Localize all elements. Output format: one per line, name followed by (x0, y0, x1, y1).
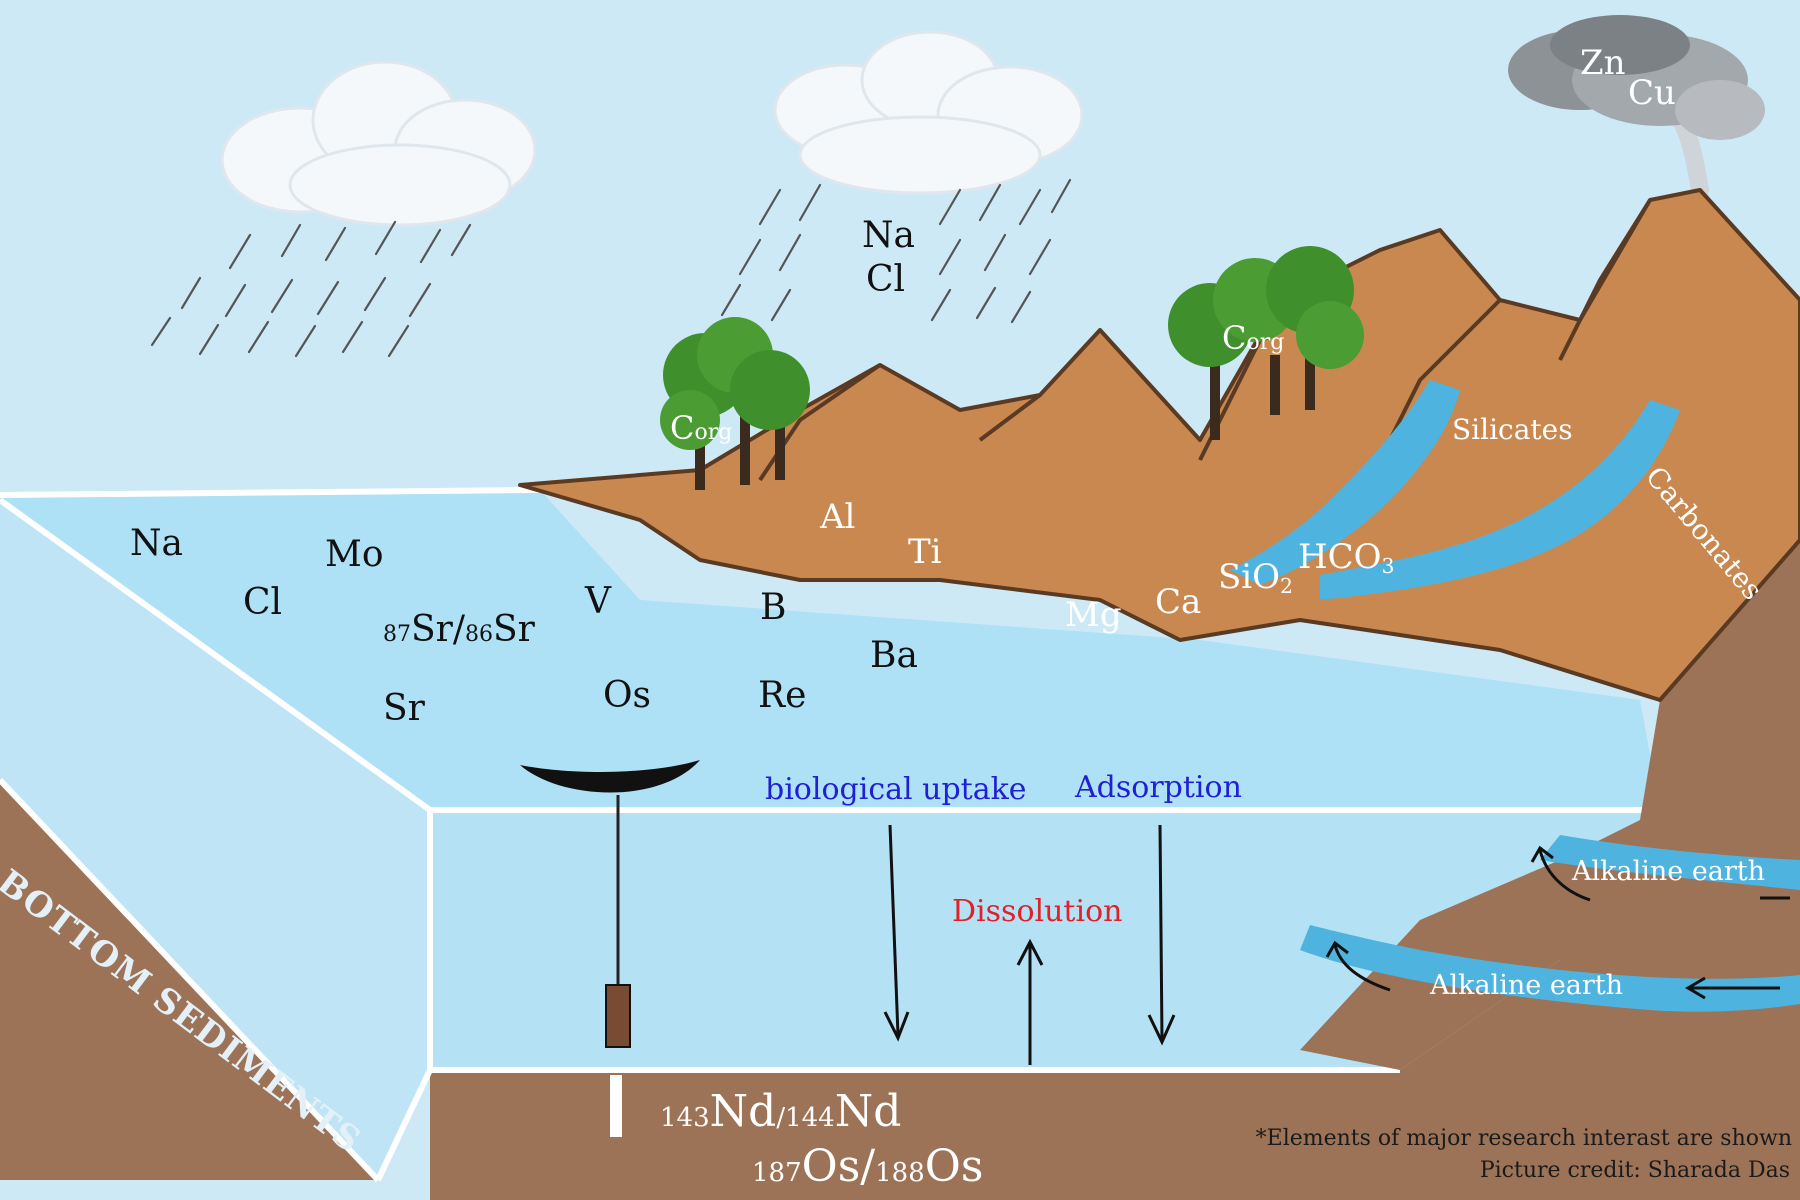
ocean-element-v: V (585, 581, 611, 622)
silicates-label: Silicates (1452, 413, 1573, 446)
rain-middle (720, 178, 1072, 324)
volcano-element-cu: Cu (1628, 73, 1676, 113)
bottom-sediment (430, 960, 1800, 1200)
volcano-element-zn: Zn (1580, 43, 1626, 83)
land-element-ti: Ti (908, 532, 942, 572)
corg-label-right: Corg (1222, 319, 1285, 357)
land-element-hco3: HCO3 (1298, 537, 1395, 579)
land-element-mg: Mg (1065, 595, 1122, 635)
osmium-isotope-ratio: 187Os/188Os (752, 1141, 984, 1192)
adsorption-label: Adsorption (1075, 770, 1242, 805)
trees-left (660, 317, 810, 490)
ocean-element-b: B (760, 587, 787, 628)
ocean-element-mo: Mo (325, 534, 384, 575)
block-outline (0, 487, 1660, 1183)
left-water-side (0, 500, 430, 1180)
rain-element-cl: Cl (866, 259, 906, 300)
footnote: *Elements of major research interast are… (1255, 1126, 1792, 1151)
ocean-element-na: Na (130, 523, 183, 564)
trees-right (1168, 246, 1364, 440)
picture-credit: Picture credit: Sharada Das (1479, 1158, 1790, 1183)
rain-left (150, 220, 472, 358)
land-element-sio2: SiO2 (1218, 557, 1294, 599)
strontium-isotope-ratio: 87Sr/86Sr (383, 609, 535, 650)
boat-with-sediment-core (520, 760, 700, 1137)
alkaline-earth-label-upper: Alkaline earth (1572, 856, 1766, 887)
ocean-element-cl: Cl (243, 582, 283, 623)
ocean-surface (0, 490, 1660, 810)
dissolution-label: Dissolution (952, 894, 1123, 929)
land-element-al: Al (820, 497, 856, 537)
corg-label-left: Corg (670, 409, 733, 447)
ocean-element-os: Os (603, 675, 651, 716)
land-element-ca: Ca (1155, 582, 1202, 622)
cloud-middle (773, 30, 1084, 195)
coastal-slope (1300, 540, 1800, 1070)
groundwater-arrows (1325, 845, 1790, 1000)
river-streams (1230, 380, 1800, 1012)
neodymium-isotope-ratio: 143Nd/144Nd (660, 1086, 902, 1137)
alkaline-earth-label-lower: Alkaline earth (1430, 970, 1624, 1001)
cloud-left (220, 60, 537, 227)
rain-element-na: Na (862, 215, 915, 256)
biological-uptake-label: biological uptake (765, 772, 1027, 807)
ocean-element-sr: Sr (383, 688, 425, 729)
ocean-element-ba: Ba (870, 635, 918, 676)
ocean-element-re: Re (758, 675, 807, 716)
process-arrows (883, 824, 1176, 1065)
volcano-plume (1508, 15, 1765, 199)
